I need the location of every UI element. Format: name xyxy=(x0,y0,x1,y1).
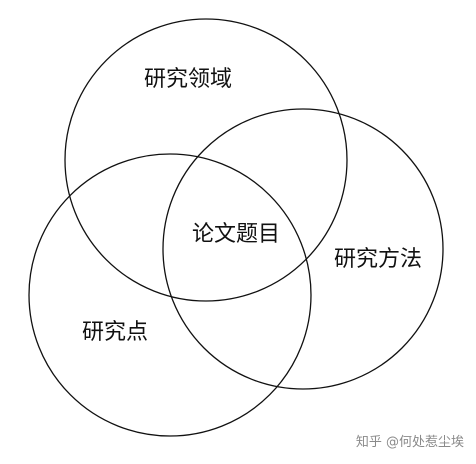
circle-research-field xyxy=(64,18,348,302)
label-research-point: 研究点 xyxy=(82,320,148,345)
label-research-field: 研究领域 xyxy=(144,67,232,92)
circle-research-method xyxy=(162,108,444,390)
watermark-text: 知乎 @何处惹尘埃 xyxy=(355,435,464,450)
circle-research-point xyxy=(28,153,312,437)
label-paper-title: 论文题目 xyxy=(192,222,280,247)
label-research-method: 研究方法 xyxy=(334,247,422,272)
